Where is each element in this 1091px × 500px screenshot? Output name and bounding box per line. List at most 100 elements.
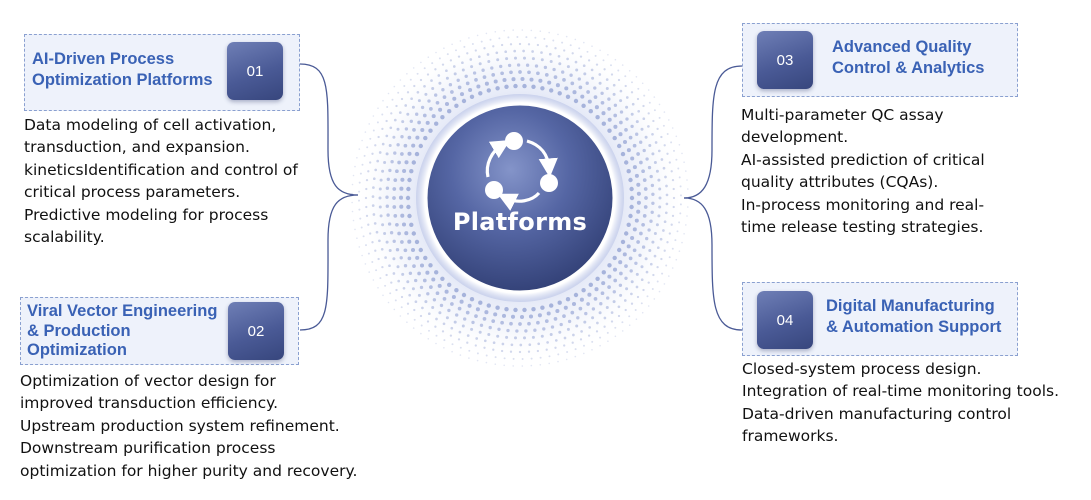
halo-dot: [443, 339, 446, 342]
halo-dot: [579, 338, 583, 341]
halo-dot: [402, 168, 407, 174]
halo-dot: [658, 196, 662, 200]
halo-dot: [414, 151, 420, 157]
halo-dot: [610, 64, 612, 67]
halo-dot: [666, 133, 669, 135]
halo-dot: [595, 115, 600, 120]
halo-dot: [610, 73, 614, 76]
halo-dot: [651, 201, 655, 205]
halo-dot: [381, 127, 384, 131]
halo-dot: [585, 81, 589, 85]
description-line: frameworks.: [742, 427, 839, 446]
halo-dot: [578, 47, 581, 50]
halo-dot: [427, 56, 430, 58]
halo-dot: [528, 314, 534, 319]
halo-dot: [471, 320, 475, 325]
halo-dot: [416, 90, 420, 94]
halo-dot: [367, 223, 370, 226]
halo-dot: [601, 270, 606, 275]
halo-dot: [634, 218, 639, 223]
halo-dot: [527, 43, 531, 46]
halo-dot: [546, 311, 551, 316]
halo-dot: [530, 29, 533, 32]
halo-dot: [607, 107, 611, 111]
halo-dot: [671, 214, 675, 218]
halo-dot: [501, 342, 505, 346]
halo-dot: [666, 152, 669, 155]
halo-dot: [407, 177, 412, 183]
halo-dot: [388, 144, 392, 147]
halo-dot: [483, 339, 487, 343]
halo-dot: [628, 135, 633, 140]
halo-dot: [671, 127, 674, 129]
halo-dot: [510, 343, 514, 347]
halo-dot: [431, 277, 436, 282]
halo-dot: [409, 222, 414, 227]
halo-dot: [420, 332, 422, 335]
halo-dot: [663, 144, 666, 147]
halo-dot: [554, 346, 557, 349]
halo-dot: [518, 322, 522, 326]
halo-dot: [384, 256, 387, 259]
halo-dot: [558, 62, 562, 66]
halo-dot: [389, 231, 394, 235]
halo-dot: [553, 317, 558, 321]
description-line: optimization for higher purity and recov…: [20, 461, 358, 480]
halo-dot: [629, 195, 635, 201]
halo-dot: [435, 291, 440, 296]
halo-dot: [563, 305, 568, 310]
halo-dot: [359, 172, 362, 175]
halo-dot: [392, 257, 396, 261]
halo-dot: [674, 239, 677, 242]
halo-dot: [613, 103, 618, 107]
halo-dot: [379, 277, 382, 280]
halo-dot: [392, 135, 396, 139]
halo-dot: [428, 263, 433, 268]
halo-dot: [525, 63, 530, 67]
halo-dot: [641, 222, 645, 227]
halo-dot: [516, 36, 519, 38]
halo-dot: [381, 223, 385, 227]
halo-dot: [452, 65, 456, 68]
halo-dot: [397, 231, 401, 236]
halo-dot: [420, 324, 423, 327]
halo-dot: [451, 43, 453, 46]
halo-dot: [599, 344, 601, 347]
halo-dot: [671, 178, 675, 182]
halo-dot: [427, 338, 430, 340]
halo-dot: [665, 184, 668, 188]
halo-dot: [617, 78, 621, 82]
halo-dot: [512, 29, 514, 31]
connector-01: [299, 63, 359, 196]
halo-dot: [398, 195, 404, 200]
halo-dot: [620, 151, 626, 157]
halo-dot: [651, 240, 655, 244]
halo-dot: [642, 148, 646, 153]
halo-dot: [644, 135, 648, 139]
halo-dot: [629, 186, 634, 192]
halo-dot: [685, 224, 687, 226]
description-line: kineticsIdentification and control of: [24, 160, 298, 179]
halo-dot: [524, 329, 528, 333]
halo-dot: [686, 215, 688, 217]
halo-dot: [582, 64, 586, 68]
halo-dot: [412, 264, 416, 268]
halo-dot: [629, 269, 633, 273]
halo-dot: [494, 363, 497, 366]
halo-dot: [624, 276, 628, 280]
halo-dot: [485, 354, 488, 357]
halo-dot: [664, 211, 668, 215]
halo-dot: [364, 196, 368, 200]
halo-dot: [617, 314, 621, 318]
halo-dot: [388, 168, 392, 173]
halo-dot: [518, 42, 522, 46]
halo-dot: [632, 248, 637, 253]
halo-dot: [636, 209, 641, 214]
halo-dot: [425, 120, 430, 125]
halo-dot: [383, 161, 387, 164]
halo-dot: [617, 247, 622, 253]
halo-dot: [366, 146, 369, 149]
halo-dot: [411, 105, 415, 109]
halo-dot: [569, 44, 572, 47]
halo-dot: [475, 307, 480, 312]
